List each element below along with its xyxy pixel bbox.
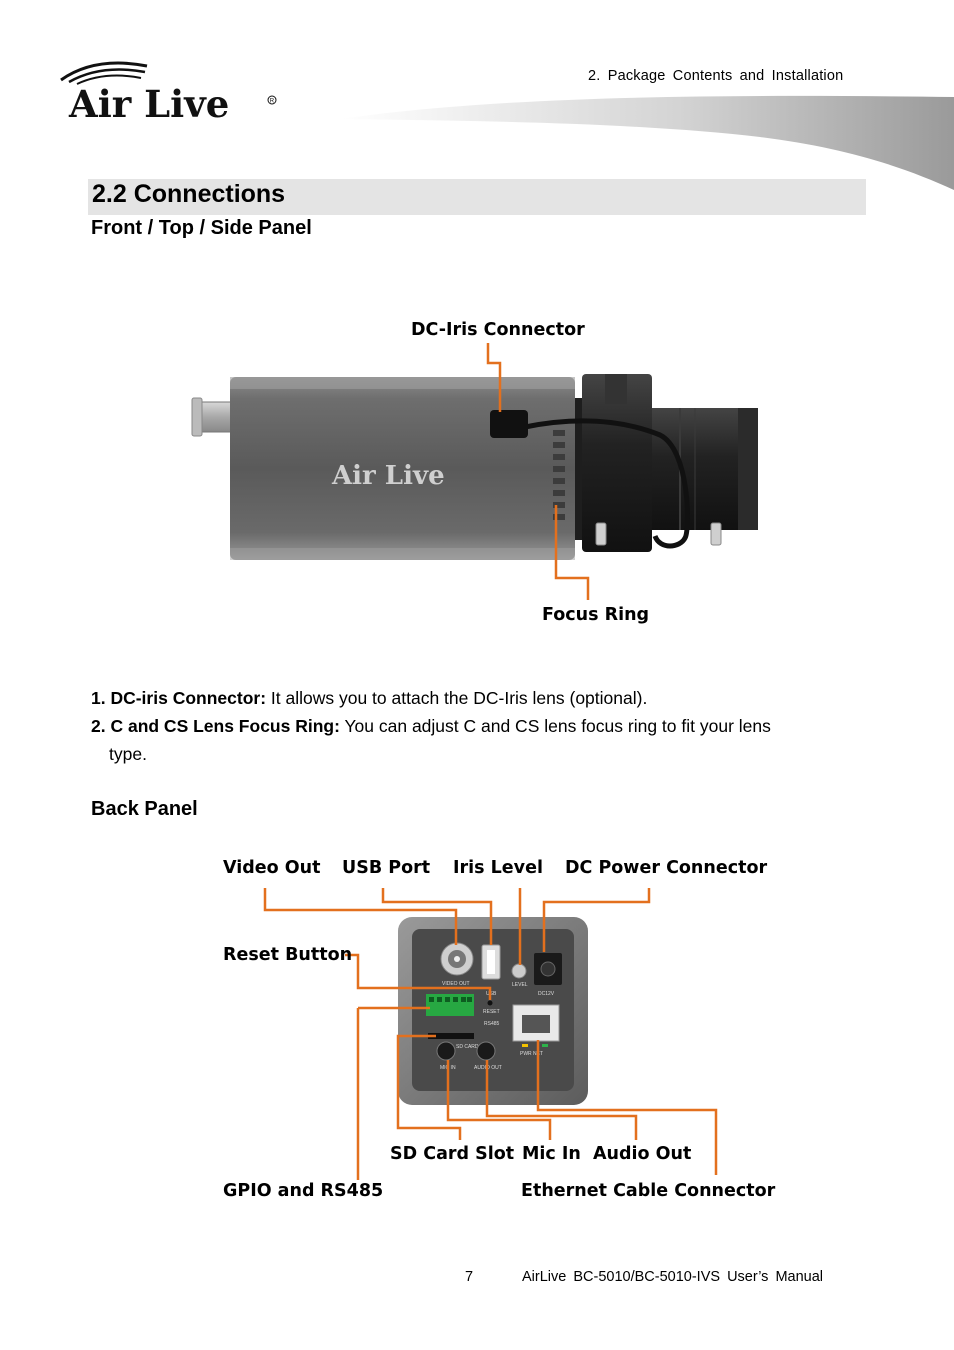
desc-focus-ring-text: You can adjust C and CS lens focus ring …	[339, 716, 771, 736]
back-panel-heading: Back Panel	[91, 798, 198, 820]
desc-focus-ring: 2. C and CS Lens Focus Ring: You can adj…	[91, 712, 771, 740]
chapter-title: 2. Package Contents and Installation	[588, 68, 844, 84]
callout-usb-port: USB Port	[342, 858, 431, 878]
desc-dc-iris: 1. DC-iris Connector: It allows you to a…	[91, 684, 647, 712]
logo-text: Air Live	[68, 82, 229, 123]
callout-dc-iris: DC-Iris Connector	[411, 320, 585, 340]
camera-back-illustration: VIDEO OUT USB LEVEL DC12V RESET RS485 PW…	[398, 917, 588, 1105]
footer-manual-title: AirLive BC-5010/BC-5010-IVS User’s Manua…	[522, 1269, 824, 1285]
callout-audio-out: Audio Out	[593, 1144, 692, 1164]
label-reset: RESET	[483, 1009, 500, 1015]
front-panel-heading: Front / Top / Side Panel	[91, 217, 312, 239]
desc-dc-iris-label: 1. DC-iris Connector:	[91, 688, 267, 708]
callout-mic-in: Mic In	[522, 1144, 581, 1164]
label-video-out: VIDEO OUT	[442, 981, 470, 987]
airlive-logo: Air Live R	[60, 61, 277, 123]
callout-iris-level: Iris Level	[453, 858, 543, 878]
label-rs485: RS485	[484, 1021, 500, 1027]
callout-focus-ring: Focus Ring	[542, 605, 650, 625]
callout-reset-button: Reset Button	[223, 945, 353, 965]
label-dc12v: DC12V	[538, 991, 555, 997]
callout-video-out: Video Out	[223, 858, 321, 878]
callout-ethernet: Ethernet Cable Connector	[521, 1181, 776, 1201]
section-title-bar	[88, 179, 866, 215]
label-sd-card: SD CARD	[456, 1044, 479, 1050]
callout-sd-card: SD Card Slot	[390, 1144, 515, 1164]
label-usb: USB	[486, 991, 497, 997]
camera-side-illustration: Air Live	[191, 374, 758, 560]
label-pwr-net: PWR NET	[520, 1051, 543, 1057]
desc-focus-ring-label: 2. C and CS Lens Focus Ring:	[91, 716, 340, 736]
desc-dc-iris-text: It allows you to attach the DC-Iris lens…	[266, 688, 648, 708]
label-level: LEVEL	[512, 982, 528, 988]
desc-focus-ring-continuation: type.	[109, 744, 147, 764]
header-swoosh	[340, 95, 954, 190]
callout-dc-power: DC Power Connector	[565, 858, 768, 878]
page-number: 7	[465, 1269, 474, 1285]
camera-logo: Air Live	[331, 461, 445, 491]
svg-text:R: R	[270, 99, 275, 105]
section-title: 2.2 Connections	[92, 180, 286, 208]
callout-gpio-rs485: GPIO and RS485	[223, 1181, 384, 1201]
front-callout-lines	[486, 343, 590, 600]
